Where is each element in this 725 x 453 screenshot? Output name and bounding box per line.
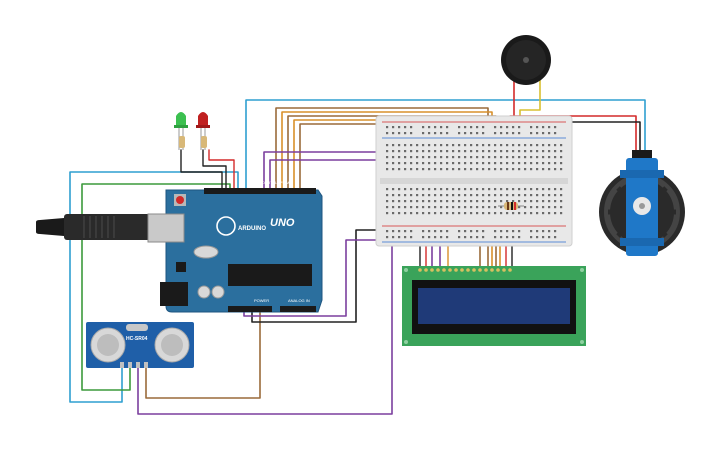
arduino-capacitor-2: [211, 285, 225, 299]
arduino-small-chip: [176, 262, 186, 272]
wire-black-gnd[interactable]: [251, 229, 383, 323]
piezo-buzzer[interactable]: [501, 35, 551, 85]
led-resistors: [179, 136, 207, 148]
arduino-capacitor-1: [197, 285, 211, 299]
wire-red-led[interactable]: [208, 149, 235, 191]
arduino-model-text: UNO: [270, 217, 295, 229]
resistor-breadboard[interactable]: [498, 202, 524, 210]
arduino-microcontroller: [228, 264, 312, 286]
lcd-pins: [418, 268, 512, 272]
breadboard[interactable]: [375, 115, 573, 247]
wire-black-led-red[interactable]: [202, 149, 227, 191]
arduino-power-jack: [160, 282, 188, 306]
sensor-crystal: [126, 324, 148, 331]
wire-blue-sensor-vcc[interactable]: [69, 171, 239, 403]
lcd-screen: [418, 288, 570, 324]
usb-cable-end: [36, 218, 64, 236]
arduino-usb-port: [147, 213, 185, 243]
servo-connector: [632, 150, 652, 158]
ultrasonic-sensor-hc-sr04[interactable]: HC-SR04: [86, 322, 194, 368]
usb-cable-grip: [83, 216, 115, 238]
sensor-pins: [120, 362, 148, 368]
arduino-uno[interactable]: ARDUINO UNO DIGITAL (PWM~) POWER ANALOG …: [147, 180, 323, 313]
breadboard-holes: [386, 126, 563, 239]
wire-purple-power[interactable]: [243, 239, 383, 317]
wire-blue-servo-signal[interactable]: [245, 99, 646, 191]
lcd-16x2[interactable]: [402, 266, 586, 346]
sensor-label: HC-SR04: [126, 336, 148, 342]
arduino-logo-icon: [216, 216, 236, 236]
arduino-digital-header: [204, 188, 316, 194]
arduino-analog-label: ANALOG IN: [288, 298, 310, 303]
arduino-analog-header: [280, 306, 316, 312]
servo-motor[interactable]: [599, 150, 685, 256]
arduino-crystal: [193, 245, 219, 259]
arduino-board: [165, 189, 323, 313]
arduino-digital-label: DIGITAL (PWM~): [262, 180, 294, 185]
wire-black-led-green[interactable]: [180, 149, 223, 191]
wire-green-sensor[interactable]: [81, 183, 231, 391]
arduino-reset-cap: [176, 196, 184, 204]
wire-brown-sensor-echo[interactable]: [145, 311, 261, 399]
arduino-logo-text: ARDUINO: [238, 226, 266, 232]
buzzer-hole: [523, 57, 529, 63]
breadboard-channel: [380, 178, 568, 184]
arduino-power-header: [228, 306, 272, 312]
arduino-power-label: POWER: [254, 298, 269, 303]
usb-cable-body: [64, 214, 150, 240]
